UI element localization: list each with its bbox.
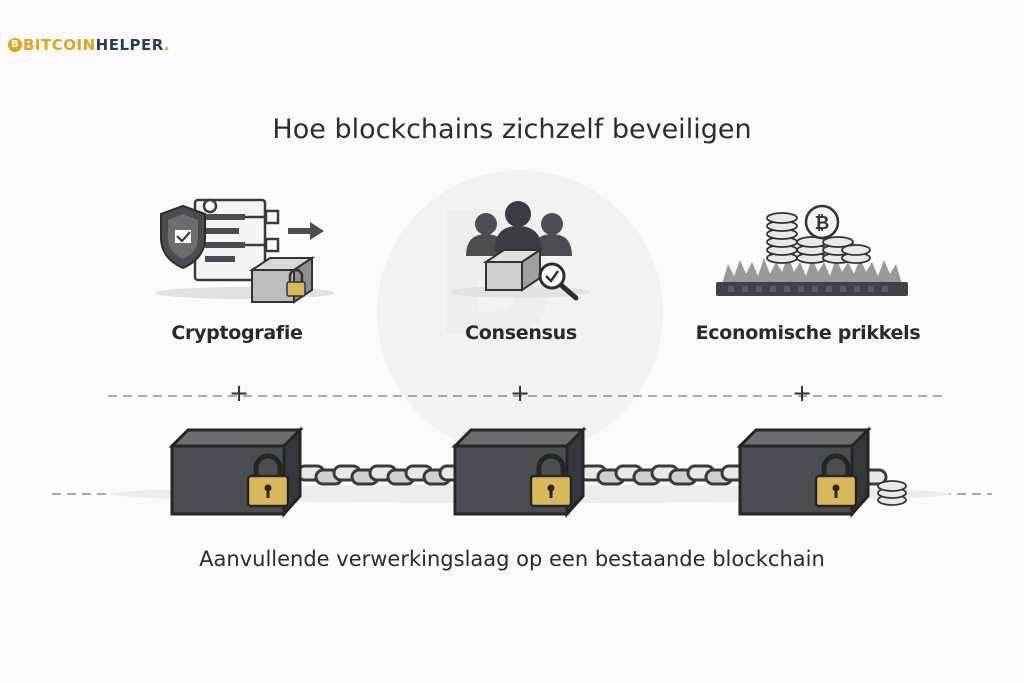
people-block-check-icon bbox=[450, 201, 590, 301]
diagram-caption: Aanvullende verwerkingslaag op een besta… bbox=[199, 547, 825, 571]
brand-helper: HELPER bbox=[95, 36, 164, 54]
locked-block-icon bbox=[451, 426, 587, 518]
pillar-label: Consensus bbox=[465, 322, 577, 344]
pillar-consensus: Consensus bbox=[371, 322, 671, 344]
pillar-label: Cryptografie bbox=[171, 322, 303, 344]
brand-dot: . bbox=[163, 36, 170, 54]
coin-icon bbox=[877, 480, 907, 506]
brand-bitcoin: BITCOIN bbox=[23, 36, 96, 54]
bitcoin-logo-icon: B bbox=[8, 38, 22, 52]
plus-marker: + bbox=[510, 379, 531, 407]
plus-marker: + bbox=[229, 379, 250, 407]
page-title: Hoe blockchains zichzelf beveiligen bbox=[272, 114, 752, 145]
locked-block-icon bbox=[736, 426, 872, 518]
pillar-cryptografie: Cryptografie bbox=[87, 322, 387, 344]
plus-marker: + bbox=[792, 379, 813, 407]
pillar-label: Economische prikkels bbox=[695, 322, 921, 344]
shield-document-lock-icon bbox=[155, 198, 335, 304]
chain-link-icon bbox=[296, 464, 888, 486]
pillar-economische-prikkels: Economische prikkels bbox=[658, 322, 958, 344]
svg-text:₿: ₿ bbox=[815, 213, 830, 234]
coin-stacks-icon: ₿ bbox=[716, 204, 908, 296]
brand-logo[interactable]: B BITCOIN HELPER . bbox=[8, 36, 170, 54]
locked-block-icon bbox=[168, 426, 304, 518]
